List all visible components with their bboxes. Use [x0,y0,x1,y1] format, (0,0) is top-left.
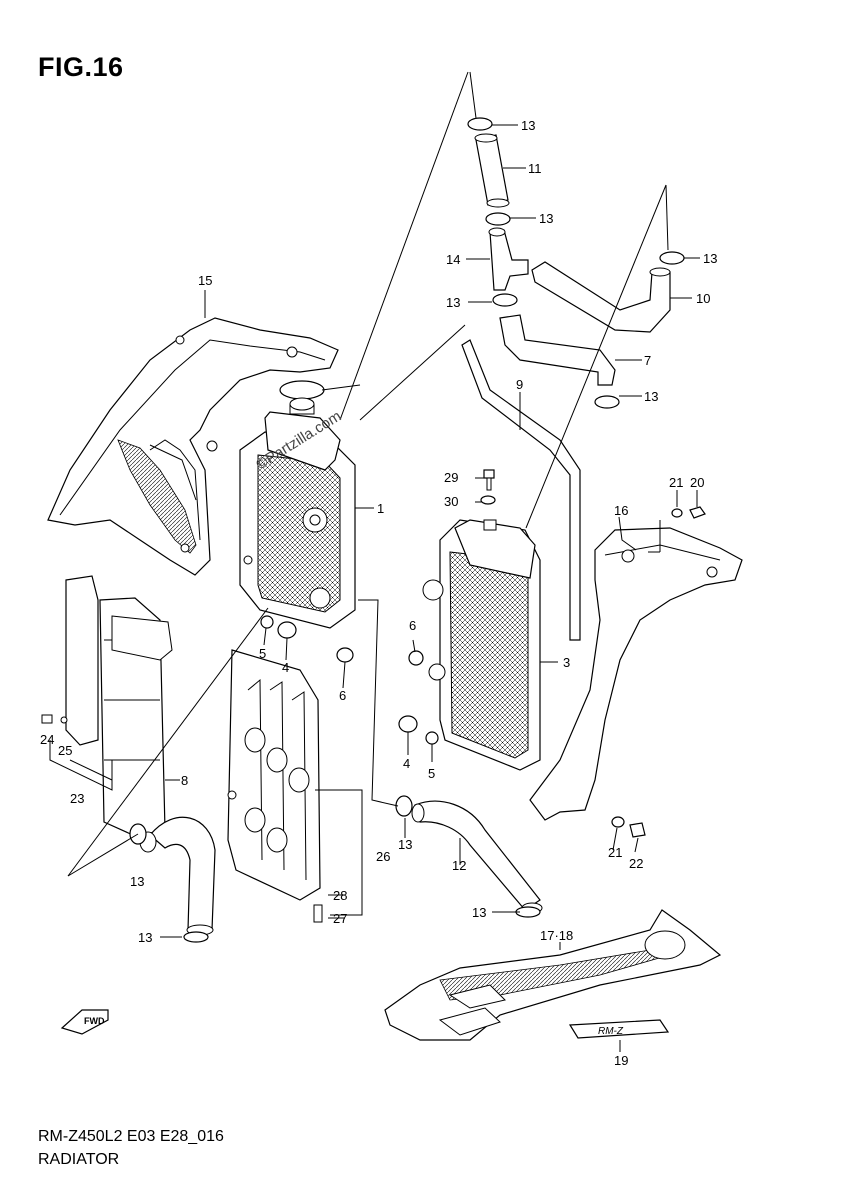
callout-6: 6 [409,618,416,633]
callout-20: 20 [690,475,704,490]
bolt-29[interactable] [483,469,495,491]
callout-5: 5 [259,646,266,661]
hose-10[interactable] [531,261,671,333]
callout-25: 25 [58,743,72,758]
damper-4-left[interactable] [277,621,297,639]
left-radiator[interactable] [239,411,356,629]
hose-clamp-12a[interactable] [395,795,413,817]
hose-clamp-top-2[interactable] [485,212,511,226]
hose-clamp-left-b[interactable] [183,931,209,943]
right-radiator[interactable] [422,519,541,771]
callout-17-18: 17·18 [540,928,573,943]
washer-30[interactable] [480,495,496,505]
forward-arrow-icon: FWD [60,1009,109,1035]
callout-13: 13 [138,930,152,945]
section-name: RADIATOR [38,1151,120,1168]
left-radiator-shroud[interactable] [47,317,339,576]
damper-4-right[interactable] [398,715,418,733]
hose-9[interactable] [461,339,581,641]
bolt-21-22-bottom[interactable] [611,816,646,838]
callout-22: 22 [629,856,643,871]
svg-text:FWD: FWD [84,1016,105,1026]
left-radiator-louver[interactable] [227,649,321,901]
callout-12: 12 [452,858,466,873]
callout-13: 13 [130,874,144,889]
model-code: RM-Z450L2 E03 E28_016 [38,1128,224,1145]
rmz-emblem-decal[interactable]: RM-Z [568,1019,670,1039]
hose-7[interactable] [499,314,616,386]
callout-11: 11 [528,161,542,176]
grommet-6-left[interactable] [336,647,354,663]
callout-4: 4 [403,756,410,771]
hose-clamp-top-1[interactable] [467,117,493,131]
callout-14: 14 [446,252,460,267]
leader-lines [49,71,700,1052]
hose-clamp-right[interactable] [659,251,685,265]
callout-10: 10 [696,291,710,306]
figure-title: FIG.16 [38,52,124,82]
hose-clamp-mid[interactable] [492,293,518,307]
callout-1: 1 [377,501,384,516]
callout-9: 9 [516,377,523,392]
collar-5-left[interactable] [260,615,274,629]
emblem-text: RM-Z [598,1026,624,1037]
callout-23: 23 [70,791,84,806]
callout-24: 24 [40,732,54,747]
callout-7: 7 [644,353,651,368]
three-way-joint-14[interactable] [488,227,529,291]
hose-clamp-7[interactable] [594,395,620,409]
upper-pipe-11[interactable] [474,133,510,208]
hose-12[interactable] [411,800,543,914]
grommet-6-right[interactable] [408,650,424,666]
radiator-cap[interactable] [279,380,325,415]
callout-29: 29 [444,470,458,485]
callout-13: 13 [539,211,553,226]
callout-labels: 13 11 13 14 13 13 10 7 13 9 15 1 3 29 30… [40,118,717,1068]
bolt-21-20-top[interactable] [648,506,706,553]
callout-21: 21 [608,845,622,860]
callout-15: 15 [198,273,212,288]
callout-19: 19 [614,1053,628,1068]
callout-13: 13 [398,837,412,852]
radiator-shroud-panel[interactable] [384,909,722,1041]
callout-30: 30 [444,494,458,509]
collar-5-right[interactable] [425,731,439,745]
callout-16: 16 [614,503,628,518]
callout-28: 28 [333,888,347,903]
callout-26: 26 [376,849,390,864]
left-lower-hose[interactable] [139,816,216,936]
callout-6: 6 [339,688,346,703]
callout-13: 13 [644,389,658,404]
callout-13: 13 [472,905,486,920]
screws-24-25[interactable] [41,714,68,724]
right-radiator-shroud[interactable] [529,527,743,821]
callout-13: 13 [446,295,460,310]
callout-27: 27 [333,911,347,926]
screws-27-28[interactable] [313,904,323,923]
callout-21: 21 [669,475,683,490]
callout-13: 13 [703,251,717,266]
callout-8: 8 [181,773,188,788]
callout-3: 3 [563,655,570,670]
callout-13: 13 [521,118,535,133]
callout-4: 4 [282,660,289,675]
callout-5: 5 [428,766,435,781]
left-radiator-guard[interactable] [65,575,173,837]
